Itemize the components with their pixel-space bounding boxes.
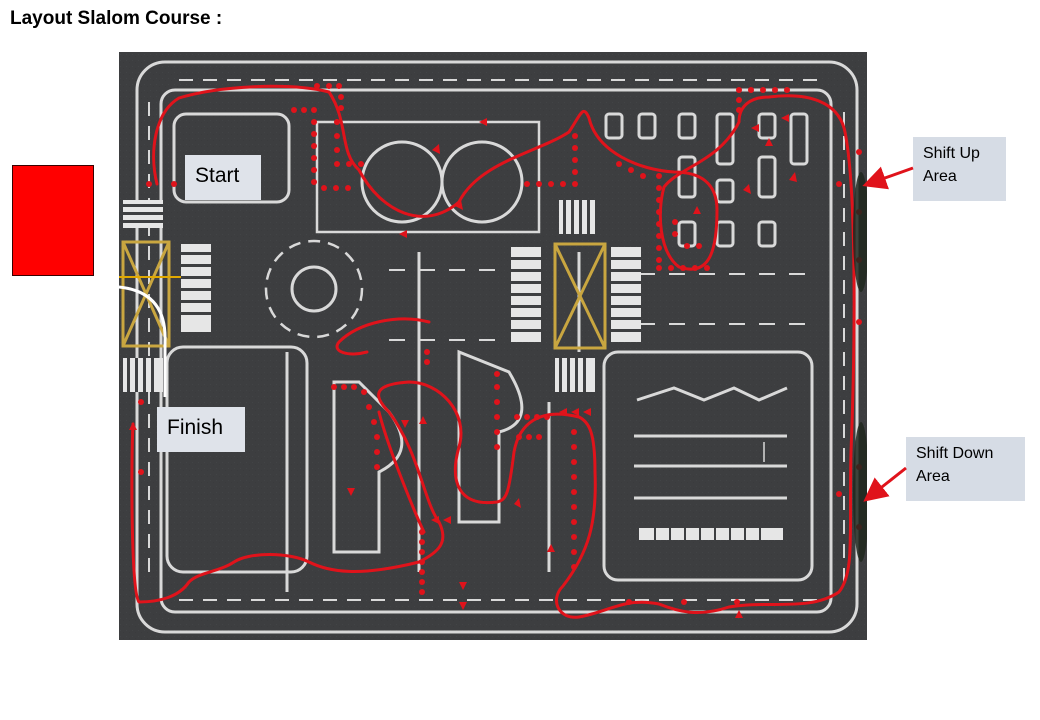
shift-down-callout: Shift Down Area (906, 437, 1025, 501)
slalom-route (130, 84, 856, 619)
course-map-svg (119, 52, 867, 640)
shift-down-line-1: Shift Down (916, 445, 994, 462)
shift-down-arrow-icon (863, 466, 907, 502)
finish-label: Finish (157, 407, 245, 452)
start-label: Start (185, 155, 261, 200)
cone-markers (138, 83, 862, 605)
red-color-swatch (12, 165, 94, 276)
shift-down-line-2: Area (916, 468, 950, 485)
page-title: Layout Slalom Course : (10, 8, 223, 29)
shift-up-line-1: Shift Up (923, 145, 980, 162)
shift-up-line-2: Area (923, 168, 957, 185)
direction-arrows (129, 114, 797, 618)
trees (853, 172, 867, 562)
shift-up-callout: Shift Up Area (913, 137, 1006, 201)
shift-up-arrow-icon (862, 166, 914, 190)
course-map (119, 52, 867, 640)
